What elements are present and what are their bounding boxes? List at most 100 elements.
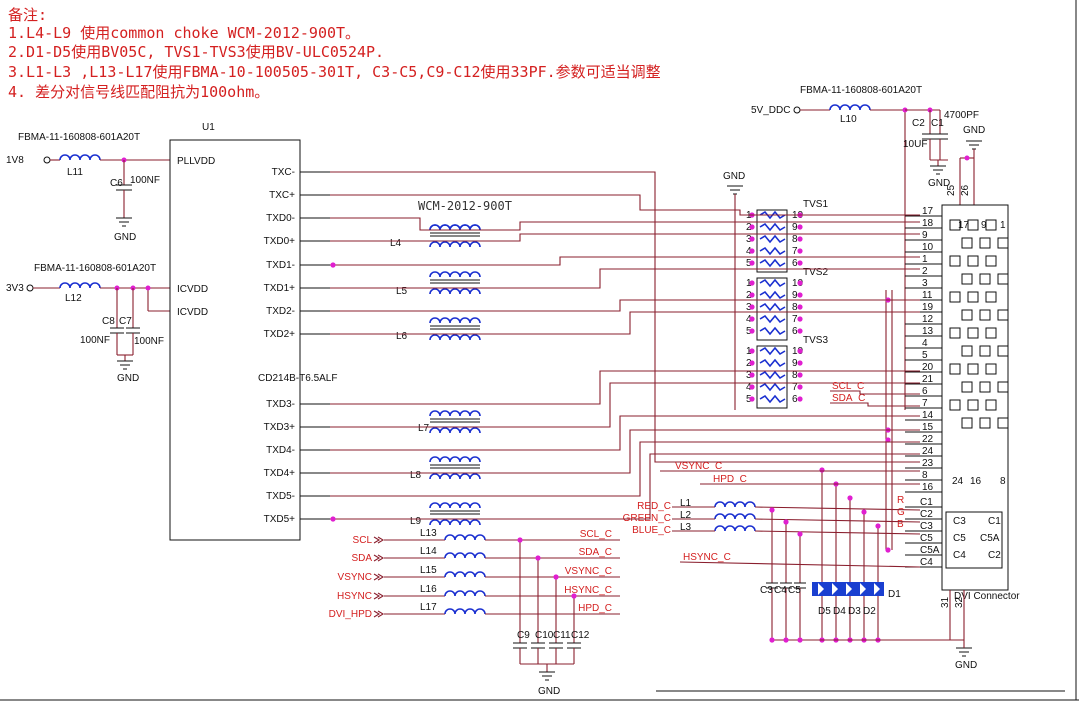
label-c8: C8 xyxy=(102,316,115,327)
port-1v8 xyxy=(43,156,51,164)
dvi-contact xyxy=(961,309,973,321)
dvi-contact xyxy=(949,255,961,267)
trace-0 xyxy=(330,171,920,463)
dvi-inner-1: 1 xyxy=(1000,220,1006,231)
junction-dot xyxy=(797,316,803,322)
dvi-contact xyxy=(997,345,1009,357)
tvs-pin-left: 5 xyxy=(746,326,752,337)
junction-dot xyxy=(749,248,755,254)
u1-pin-txd3n: TXD3- xyxy=(266,399,295,410)
junction-dot xyxy=(783,519,789,525)
tvs-element xyxy=(759,278,786,288)
dvi-contact xyxy=(997,273,1009,285)
dvi-contact xyxy=(949,327,961,339)
ddc-cap-label-c10: C10 xyxy=(535,630,554,641)
ddc-inductor-2 xyxy=(444,571,486,578)
ddc-output-2: VSYNC_C xyxy=(565,566,612,577)
dvi-contact xyxy=(997,381,1009,393)
offpage-arrow xyxy=(373,554,385,562)
choke-part: WCM-2012-900T xyxy=(418,199,512,213)
ddc-inductor-0 xyxy=(444,534,486,541)
junction-dot xyxy=(797,384,803,390)
junction-dot xyxy=(797,224,803,230)
tvs-pin-left: 3 xyxy=(746,234,752,245)
note-2: 2.D1-D5使用BV05C, TVS1-TVS3使用BV-ULC0524P. xyxy=(8,43,384,61)
dvi-contact xyxy=(967,399,979,411)
choke-coil-bottom xyxy=(429,519,481,526)
junction-dot xyxy=(517,537,523,543)
choke-coil-bottom xyxy=(429,334,481,341)
junction-dot xyxy=(571,593,577,599)
dvi-pin-22: 22 xyxy=(922,434,934,445)
dvi-pin-12: 12 xyxy=(922,314,934,325)
ddc-cap-label-c9: C9 xyxy=(517,630,530,641)
ddc-input-sda: SDA xyxy=(351,553,372,564)
tvs-element xyxy=(759,314,786,324)
dvi-pin-1: 1 xyxy=(922,254,928,265)
junction-dot xyxy=(797,260,803,266)
note-3: 3.L1-L3 ,L13-L17使用FBMA-10-100505-301T, C… xyxy=(8,63,661,81)
trace-3 xyxy=(330,233,920,242)
tvs-pin-left: 4 xyxy=(746,246,752,257)
junction-dot xyxy=(797,360,803,366)
junction-dot xyxy=(797,348,803,354)
dvi-pin-24: 24 xyxy=(922,446,934,457)
choke-label-l8: L8 xyxy=(410,470,422,481)
dvi-pin-18: 18 xyxy=(922,218,934,229)
dvi-contact xyxy=(961,237,973,249)
label-c7: C7 xyxy=(119,316,132,327)
dvi-contact xyxy=(949,219,961,231)
tvs-pin-right: 7 xyxy=(792,246,798,257)
junction-dot xyxy=(749,280,755,286)
dvi-pin-13: 13 xyxy=(922,326,934,337)
dvi-contact xyxy=(967,255,979,267)
tvs-pin-left: 2 xyxy=(746,358,752,369)
tvs-pin-right: 8 xyxy=(792,234,798,245)
dvi-contact xyxy=(985,219,997,231)
gnd-c1: GND xyxy=(928,178,950,189)
dvi-pin-19: 19 xyxy=(922,302,934,313)
dvi-contact xyxy=(997,309,1009,321)
diode-symbol xyxy=(846,583,852,595)
dvi-inner-c2: C2 xyxy=(988,550,1001,561)
choke-coil-bottom xyxy=(429,473,481,480)
choke-label-l9: L9 xyxy=(410,516,422,527)
trace-5 xyxy=(330,268,920,289)
diode-symbol xyxy=(860,583,866,595)
u1-ref: U1 xyxy=(202,122,215,133)
dvi-pin-17: 17 xyxy=(922,206,934,217)
dvi-pin-16: 16 xyxy=(922,482,934,493)
choke-coil-top xyxy=(429,317,481,324)
fb-part-l11: FBMA-11-160808-601A20T xyxy=(18,132,140,143)
tvs-element xyxy=(759,302,786,312)
junction-dot xyxy=(797,248,803,254)
ddc-cap-label-c12: C12 xyxy=(571,630,590,641)
dvi-inner-8: 8 xyxy=(1000,476,1006,487)
trace-11 xyxy=(330,429,920,474)
dvi-analog-pin-c1: C1 xyxy=(920,497,933,508)
junction-dot xyxy=(553,574,559,580)
dvi-pin-26: 26 xyxy=(960,184,971,196)
u1-pin-txd0n: TXD0- xyxy=(266,213,295,224)
u1-pin-txd4n: TXD4- xyxy=(266,445,295,456)
trace-9 xyxy=(330,382,920,428)
u1-chip: U1 PLLVDD ICVDD ICVDD CD214B-T6.5ALF xyxy=(169,122,337,541)
ddc-output-0: SCL_C xyxy=(580,529,612,540)
ddc-output-1: SDA_C xyxy=(579,547,612,558)
trace-7 xyxy=(330,311,920,335)
choke-coil-top xyxy=(429,502,481,509)
tvs-pin-left: 2 xyxy=(746,290,752,301)
trace-10 xyxy=(330,415,920,451)
rgb-filter-1 xyxy=(714,513,756,520)
dvi-contact xyxy=(967,291,979,303)
dvi-contact xyxy=(949,291,961,303)
u1-pin-txcn: TXC- xyxy=(272,167,295,178)
power-5v-ddc: FBMA-11-160808-601A20T 5V_DDC L10 C2 C1 … xyxy=(751,85,985,410)
junction-dot xyxy=(819,467,825,473)
label-c2: C2 xyxy=(912,118,925,129)
dvi-contact xyxy=(961,345,973,357)
tvs-element xyxy=(759,326,786,336)
rgb-out xyxy=(754,518,921,523)
cap-label-c4: C4 xyxy=(774,585,787,596)
